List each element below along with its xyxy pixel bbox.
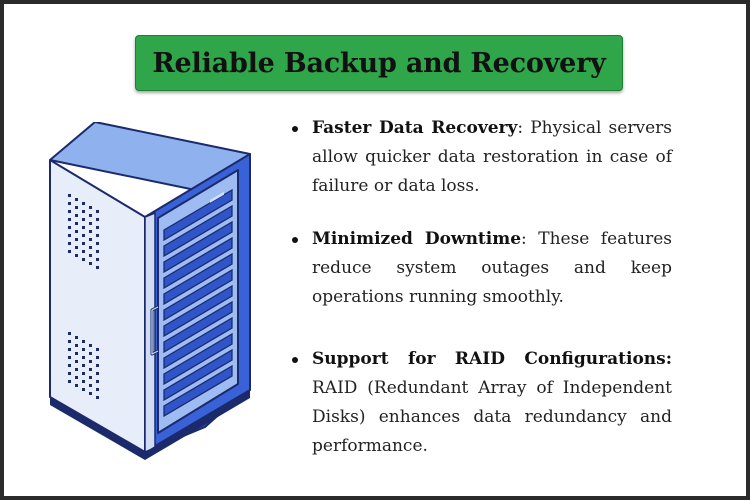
bullet-body: Physical servers allow quicker data rest…: [312, 118, 672, 196]
bullet-text: Minimized Downtime: These features reduc…: [312, 225, 672, 312]
bullet-dot: [292, 126, 298, 132]
bullet-dot: [292, 357, 298, 363]
bullet-text: Support for RAID Configurations: RAID (R…: [312, 345, 672, 461]
bullet-heading: Minimized Downtime: [312, 229, 522, 249]
bullet-heading: Faster Data Recovery: [312, 118, 518, 138]
bullet-raid-configurations: Support for RAID Configurations: RAID (R…: [292, 345, 672, 461]
page-title: Reliable Backup and Recovery: [152, 47, 606, 79]
bullet-text: Faster Data Recovery: Physical servers a…: [312, 114, 672, 201]
bullet-heading: Support for RAID Configurations:: [312, 349, 672, 369]
bullet-separator: :: [521, 229, 527, 249]
bullet-dot: [292, 237, 298, 243]
bullet-faster-data-recovery: Faster Data Recovery: Physical servers a…: [292, 114, 672, 201]
bullet-body: These features reduce system outages and…: [312, 229, 672, 307]
title-banner: Reliable Backup and Recovery: [135, 35, 623, 91]
server-rack-icon: [49, 122, 251, 460]
bullet-minimized-downtime: Minimized Downtime: These features reduc…: [292, 225, 672, 312]
bullet-body: RAID (Redundant Array of Independent Dis…: [312, 378, 672, 456]
bullet-separator: :: [517, 118, 524, 138]
